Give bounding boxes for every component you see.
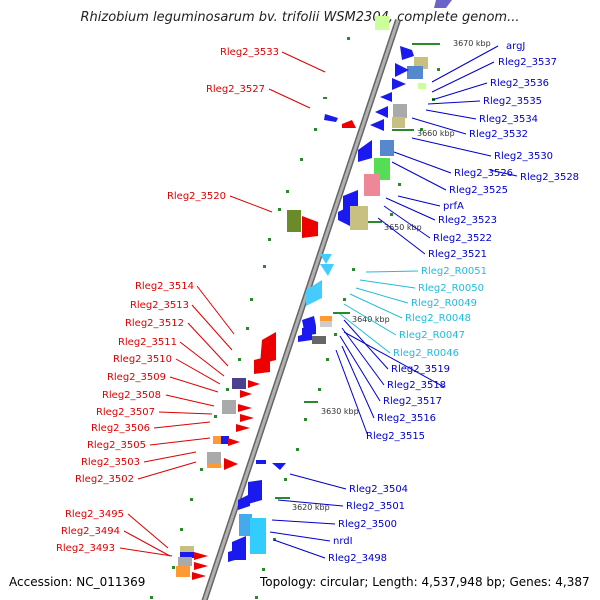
label-rleg2-3523: Rleg2_3523 [438,215,497,226]
label-rleg2-3514: Rleg2_3514 [135,281,194,292]
label-rleg2-3519: Rleg2_3519 [391,364,450,375]
label-rleg2-3518: Rleg2_3518 [387,380,446,391]
kbp-3660: 3660 kbp [417,129,455,138]
genome-backbone [201,19,401,600]
accession-label: Accession: NC_011369 [9,575,146,589]
label-rleg2-3526: Rleg2_3526 [454,168,513,179]
label-rleg2-3502: Rleg2_3502 [75,474,134,485]
label-rleg2-3533: Rleg2_3533 [220,47,279,58]
tick-marks [150,37,440,599]
label-rleg2-r0046: Rleg2_R0046 [393,348,459,359]
left-strand-genes [176,114,356,580]
label-rleg2-3528: Rleg2_3528 [520,172,579,183]
label-rleg2-3521: Rleg2_3521 [428,249,487,260]
kbp-3650: 3650 kbp [384,223,422,232]
label-rleg2-3525: Rleg2_3525 [449,185,508,196]
label-rleg2-3509: Rleg2_3509 [107,372,166,383]
label-nrdi: nrdI [333,536,353,547]
right-strand-genes [228,0,452,562]
label-rleg2-3517: Rleg2_3517 [383,396,442,407]
label-rleg2-r0049: Rleg2_R0049 [411,298,477,309]
label-rleg2-3504: Rleg2_3504 [349,484,408,495]
label-rleg2-3503: Rleg2_3503 [81,457,140,468]
label-rleg2-3516: Rleg2_3516 [377,413,436,424]
label-rleg2-r0048: Rleg2_R0048 [405,313,471,324]
right-gene-labels: argJ Rleg2_3537 Rleg2_3536 Rleg2_3535 Rl… [328,41,579,564]
topology-label: Topology: circular; Length: 4,537,948 bp… [260,575,590,589]
label-rleg2-3505: Rleg2_3505 [87,440,146,451]
label-rleg2-3515: Rleg2_3515 [366,431,425,442]
kbp-3670: 3670 kbp [453,39,491,48]
label-rleg2-3537: Rleg2_3537 [498,57,557,68]
label-rleg2-3508: Rleg2_3508 [102,390,161,401]
label-rleg2-3536: Rleg2_3536 [490,78,549,89]
label-rleg2-3498: Rleg2_3498 [328,553,387,564]
left-leader-lines [119,51,326,557]
label-rleg2-3501: Rleg2_3501 [346,501,405,512]
label-argj: argJ [506,41,525,52]
label-rleg2-3522: Rleg2_3522 [433,233,492,244]
label-rleg2-3495: Rleg2_3495 [65,509,124,520]
label-rleg2-3511: Rleg2_3511 [118,337,177,348]
label-prfa: prfA [443,201,464,212]
label-rleg2-3500: Rleg2_3500 [338,519,397,530]
label-rleg2-3506: Rleg2_3506 [91,423,150,434]
label-rleg2-3513: Rleg2_3513 [130,300,189,311]
label-rleg2-3520: Rleg2_3520 [167,191,226,202]
label-rleg2-3535: Rleg2_3535 [483,96,542,107]
label-rleg2-3527: Rleg2_3527 [206,84,265,95]
label-rleg2-3493: Rleg2_3493 [56,543,115,554]
kbp-3620: 3620 kbp [292,503,330,512]
label-rleg2-r0047: Rleg2_R0047 [399,330,465,341]
label-rleg2-r0051: Rleg2_R0051 [421,266,487,277]
label-rleg2-3534: Rleg2_3534 [479,114,538,125]
label-rleg2-3532: Rleg2_3532 [469,129,528,140]
rna-leader-lines [339,270,419,354]
right-leader-lines [269,45,518,559]
label-rleg2-3530: Rleg2_3530 [494,151,553,162]
kbp-3630: 3630 kbp [321,407,359,416]
label-rleg2-3507: Rleg2_3507 [96,407,155,418]
label-rleg2-3512: Rleg2_3512 [125,318,184,329]
left-gene-labels: Rleg2_3533 Rleg2_3527 Rleg2_3520 Rleg2_3… [56,47,279,554]
map-title: Rhizobium leguminosarum bv. trifolii WSM… [80,10,520,25]
label-rleg2-3494: Rleg2_3494 [61,526,120,537]
label-rleg2-3510: Rleg2_3510 [113,354,172,365]
label-rleg2-r0050: Rleg2_R0050 [418,283,484,294]
